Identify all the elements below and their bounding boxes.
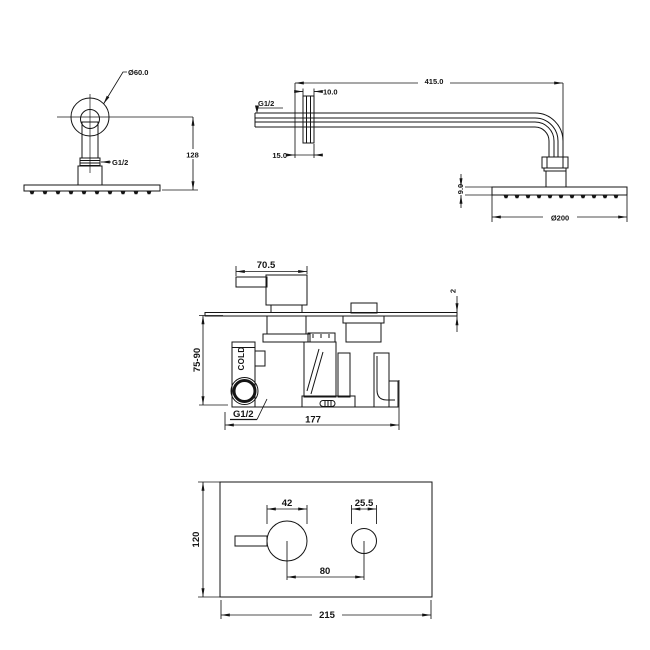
flange-width-label: 10.0 bbox=[323, 88, 338, 97]
side-nozzles bbox=[503, 195, 619, 199]
side-shower-head-plate bbox=[491, 186, 628, 196]
head-thickness-label: 9.0 bbox=[456, 184, 465, 194]
wall-offset-label: 15.0 bbox=[272, 151, 287, 160]
label-head-thread: G1/2 bbox=[100, 158, 128, 167]
handle-diameter-label: 42 bbox=[282, 498, 293, 509]
diverter-knob bbox=[350, 302, 378, 314]
pipe-top-circle bbox=[80, 109, 100, 129]
handle-body bbox=[265, 274, 308, 306]
dim-install-depth: 75-90 bbox=[192, 315, 228, 406]
handle-base bbox=[262, 333, 311, 343]
view-wall-shower-arm: 415.0 10.0 G1/2 bbox=[254, 76, 628, 223]
handle-escutcheon bbox=[266, 315, 307, 335]
lever-side bbox=[235, 276, 268, 288]
shower-head-plate bbox=[23, 184, 161, 192]
view-valve-front-plate: 42 25.5 80 120 215 bbox=[191, 481, 433, 621]
dim-head-height: 128 bbox=[162, 116, 203, 191]
center-spacing-label: 80 bbox=[320, 566, 331, 577]
valve-body bbox=[231, 332, 399, 408]
inlet-port-ring bbox=[232, 379, 257, 403]
valve-width-label: 177 bbox=[305, 415, 321, 426]
dim-knob-diameter: 25.5 bbox=[351, 498, 377, 524]
install-depth-label: 75-90 bbox=[192, 348, 203, 372]
dim-plate-thickness: 2 bbox=[449, 289, 459, 332]
mounting-flange-circle bbox=[70, 97, 110, 137]
dim-handle-depth: 70.5 bbox=[235, 260, 308, 276]
dim-wall-offset: 15.0 bbox=[272, 144, 323, 160]
label-arm-thread: G1/2 bbox=[255, 99, 283, 114]
arm-thread-label: G1/2 bbox=[258, 99, 274, 108]
cold-inlet-label: COLD bbox=[237, 347, 246, 371]
label-inlet-thread: G1/2 bbox=[230, 398, 268, 421]
dim-plate-width: 215 bbox=[220, 600, 432, 621]
dim-flange-diameter: Ø60.0 bbox=[103, 68, 148, 105]
trim-plate-edge bbox=[204, 312, 458, 317]
view-valve-side-section: 70.5 COLD bbox=[192, 260, 459, 430]
handle-collar bbox=[270, 304, 303, 313]
knob-diameter-label: 25.5 bbox=[355, 498, 374, 509]
wall-flange bbox=[302, 95, 315, 144]
knob-escutcheon bbox=[342, 315, 385, 324]
handle-depth-label: 70.5 bbox=[257, 260, 276, 271]
head-diameter-label: Ø200 bbox=[551, 214, 569, 223]
dim-head-diameter: Ø200 bbox=[491, 195, 628, 223]
dim-arm-length: 415.0 bbox=[294, 76, 564, 86]
dim-plate-height: 120 bbox=[191, 481, 221, 598]
front-plate bbox=[219, 481, 433, 598]
arm-length-label: 415.0 bbox=[425, 77, 444, 86]
arm-tube bbox=[254, 112, 564, 157]
leader-arrow bbox=[255, 105, 259, 114]
view-ceiling-shower-head: Ø60.0 G1/2 128 bbox=[23, 68, 203, 195]
dim-head-thickness: 9.0 bbox=[455, 174, 492, 208]
dim-flange-diameter-label: Ø60.0 bbox=[128, 68, 148, 77]
plate-height-label: 120 bbox=[191, 532, 202, 548]
plate-width-label: 215 bbox=[319, 610, 336, 621]
lever-front bbox=[234, 535, 268, 547]
nozzles bbox=[29, 191, 152, 195]
dim-center-spacing: 80 bbox=[286, 566, 365, 579]
head-height-label: 128 bbox=[186, 151, 199, 160]
head-thread-label: G1/2 bbox=[112, 158, 128, 167]
dim-handle-diameter: 42 bbox=[266, 498, 308, 524]
inlet-port-outer bbox=[230, 377, 259, 405]
dim-valve-width: 177 bbox=[224, 380, 400, 430]
arm-connector bbox=[541, 156, 569, 188]
knob-base bbox=[345, 322, 382, 343]
inlet-thread-label: G1/2 bbox=[233, 409, 254, 420]
plate-thickness-label: 2 bbox=[449, 289, 458, 293]
dim-flange-width: 10.0 bbox=[294, 88, 338, 97]
